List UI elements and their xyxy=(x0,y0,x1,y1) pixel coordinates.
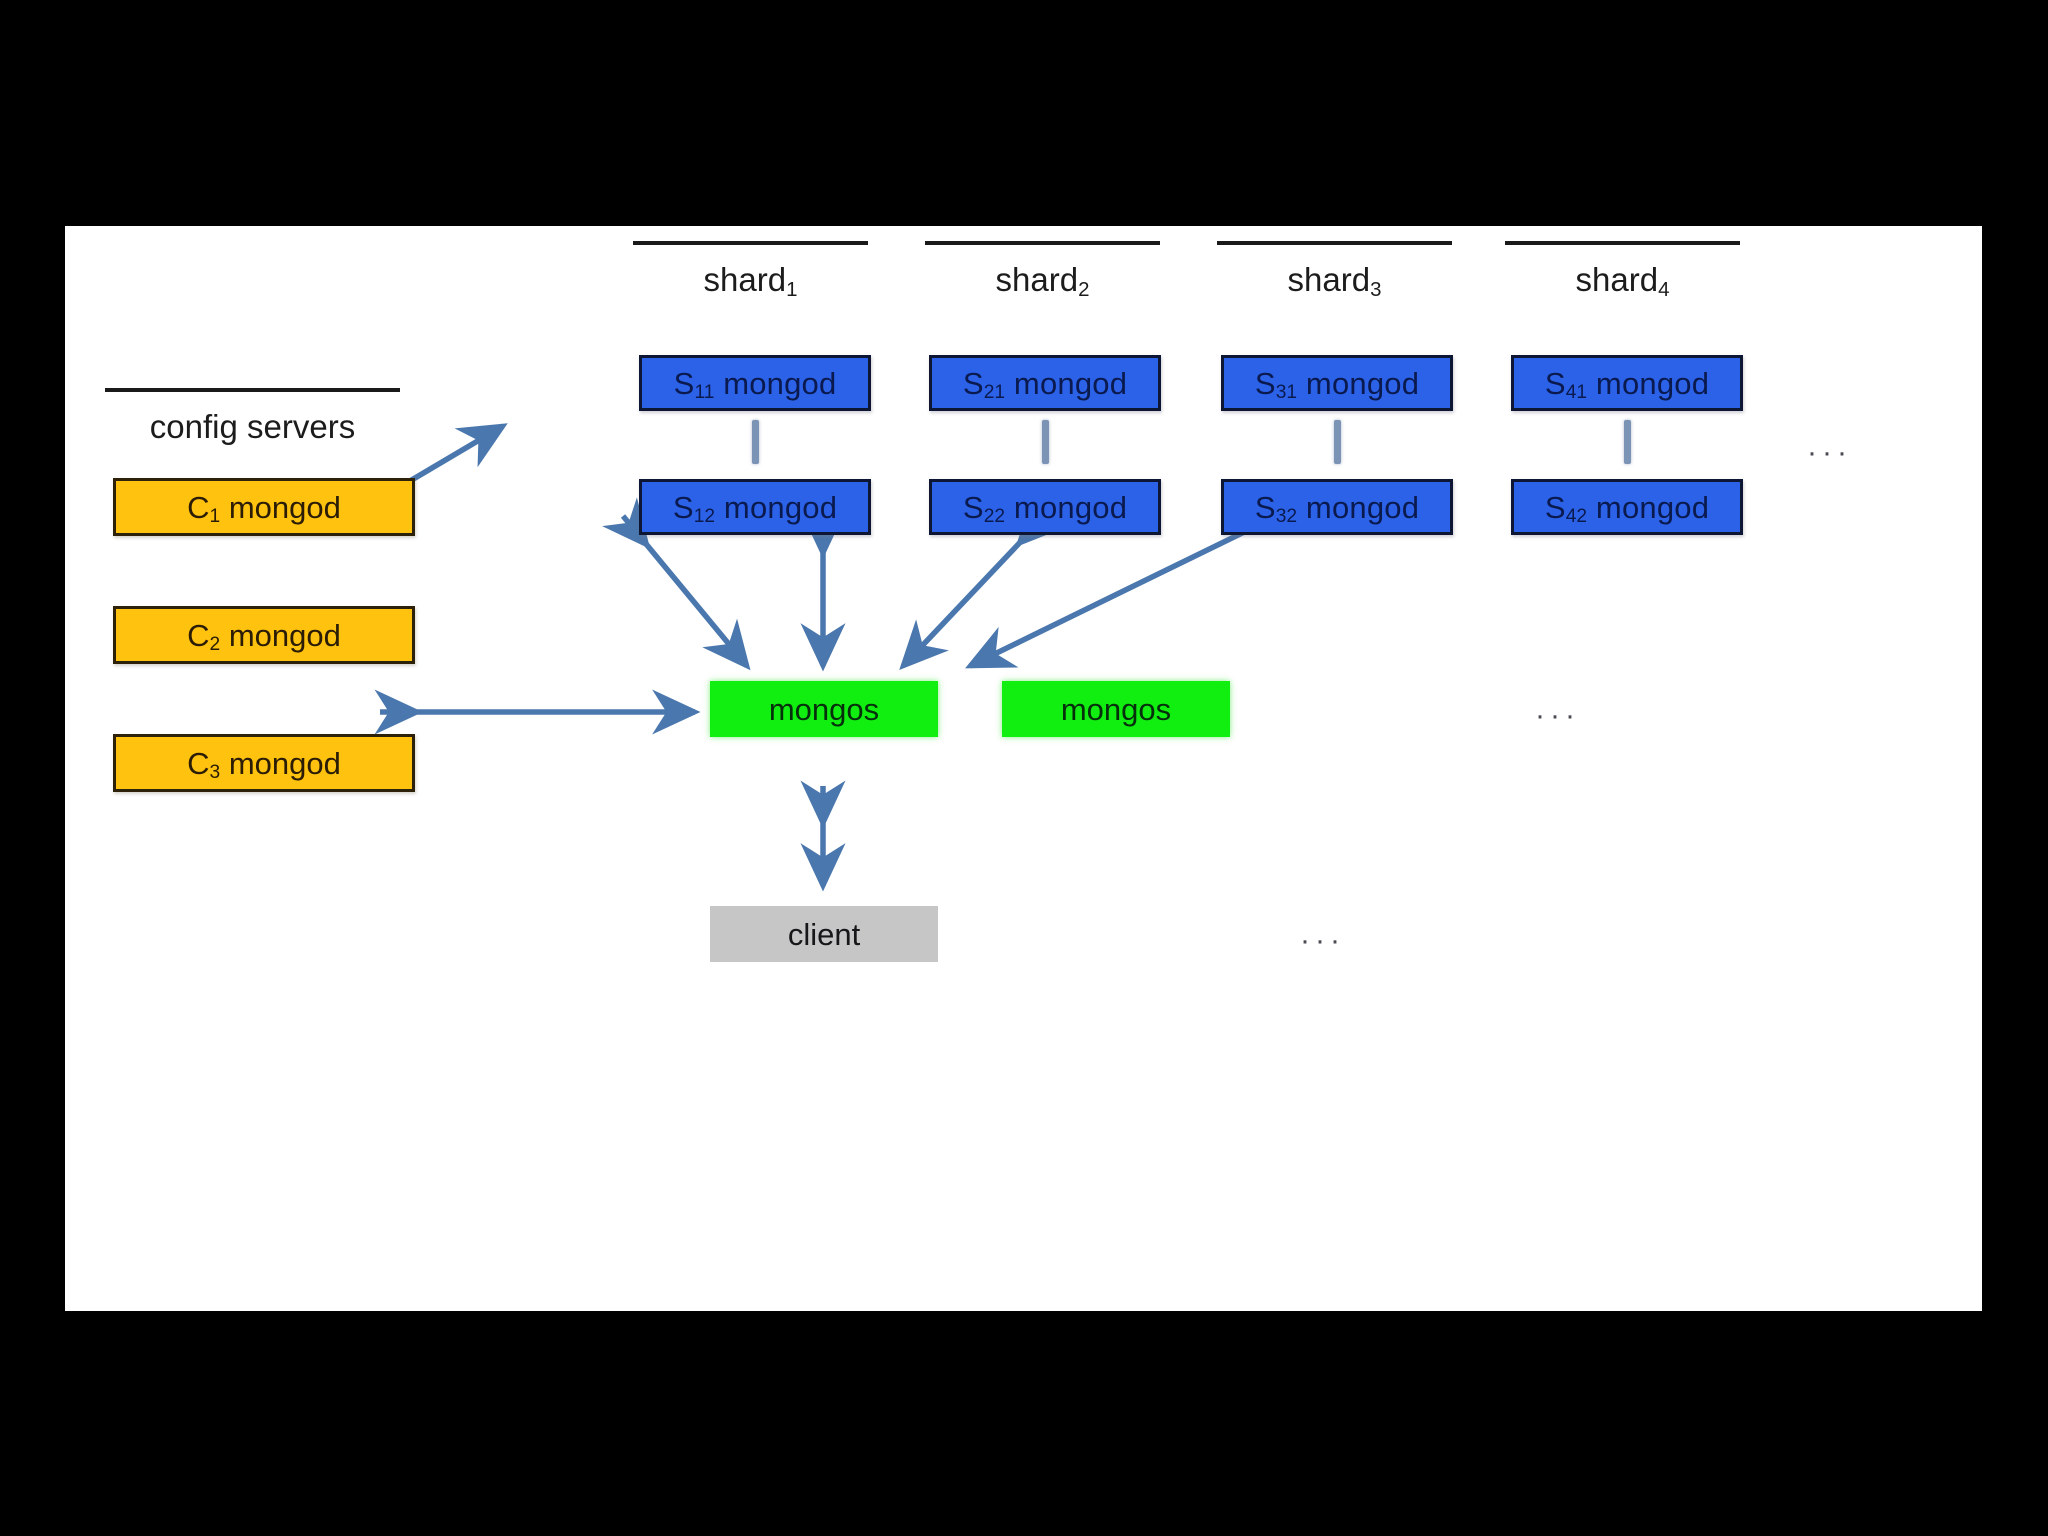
diagram-canvas: shard1 primary --> mongos #1 --> mongos … xyxy=(65,226,1982,1311)
arrow-shard1-to-mongos xyxy=(602,497,751,671)
shard2-primary-label: S21 mongod xyxy=(962,365,1128,404)
shard3-primary-node[interactable]: S31 mongod xyxy=(1221,355,1453,411)
mongos-node-1-label: mongos xyxy=(768,691,880,727)
shard2-secondary-label: S22 mongod xyxy=(962,489,1128,528)
client-node[interactable]: client xyxy=(710,906,938,962)
shard3-primary-label: S31 mongod xyxy=(1254,365,1420,404)
config-node-c3-label: C3 mongod xyxy=(187,745,341,784)
shard4-replica-connector xyxy=(1624,420,1631,464)
shard4-rule xyxy=(1505,241,1740,245)
shard3-secondary-label: S32 mongod xyxy=(1254,489,1420,528)
mongos-more-ellipsis: ··· xyxy=(1535,699,1580,732)
shard1-primary-label: S11 mongod xyxy=(673,365,837,404)
shard2-secondary-node[interactable]: S22 mongod xyxy=(929,479,1161,535)
config-node-c1[interactable]: C1 mongod xyxy=(113,478,415,536)
shard3-rule xyxy=(1217,241,1452,245)
shards-more-ellipsis: ··· xyxy=(1807,436,1852,469)
shard4-primary-label: S41 mongod xyxy=(1544,365,1710,404)
shard4-header: shard4 xyxy=(1505,241,1740,302)
shard1-header: shard1 xyxy=(633,241,868,302)
shard3-label: shard3 xyxy=(1287,261,1382,302)
config-servers-label: config servers xyxy=(149,408,356,445)
shard4-primary-node[interactable]: S41 mongod xyxy=(1511,355,1743,411)
shard1-secondary-label: S12 mongod xyxy=(672,489,838,528)
arrow-shard4-to-mongos xyxy=(965,493,1292,669)
config-node-c3[interactable]: C3 mongod xyxy=(113,734,415,792)
config-servers-header: config servers xyxy=(105,388,400,446)
shard3-secondary-node[interactable]: S32 mongod xyxy=(1221,479,1453,535)
arrow-shard3-to-mongos xyxy=(899,496,1066,670)
shard2-replica-connector xyxy=(1042,420,1049,464)
shard2-header: shard2 xyxy=(925,241,1160,302)
shard3-header: shard3 xyxy=(1217,241,1452,302)
client-node-label: client xyxy=(787,916,861,952)
shard4-secondary-node[interactable]: S42 mongod xyxy=(1511,479,1743,535)
config-servers-rule xyxy=(105,388,400,392)
mongos-node-1[interactable]: mongos xyxy=(710,681,938,737)
client-more-ellipsis: ··· xyxy=(1300,924,1345,957)
shard4-label: shard4 xyxy=(1575,261,1670,302)
shard1-secondary-node[interactable]: S12 mongod xyxy=(639,479,871,535)
config-node-c1-label: C1 mongod xyxy=(187,489,341,528)
shard3-replica-connector xyxy=(1334,420,1341,464)
config-node-c2-label: C2 mongod xyxy=(187,617,341,656)
shard2-label: shard2 xyxy=(995,261,1090,302)
shard1-primary-node[interactable]: S11 mongod xyxy=(639,355,871,411)
shard1-replica-connector xyxy=(752,420,759,464)
config-node-c2[interactable]: C2 mongod xyxy=(113,606,415,664)
shard1-rule xyxy=(633,241,868,245)
shard1-label: shard1 xyxy=(703,261,798,302)
shard4-secondary-label: S42 mongod xyxy=(1544,489,1710,528)
mongos-node-2-label: mongos xyxy=(1060,691,1172,727)
mongos-node-2[interactable]: mongos xyxy=(1002,681,1230,737)
shard2-primary-node[interactable]: S21 mongod xyxy=(929,355,1161,411)
shard2-rule xyxy=(925,241,1160,245)
